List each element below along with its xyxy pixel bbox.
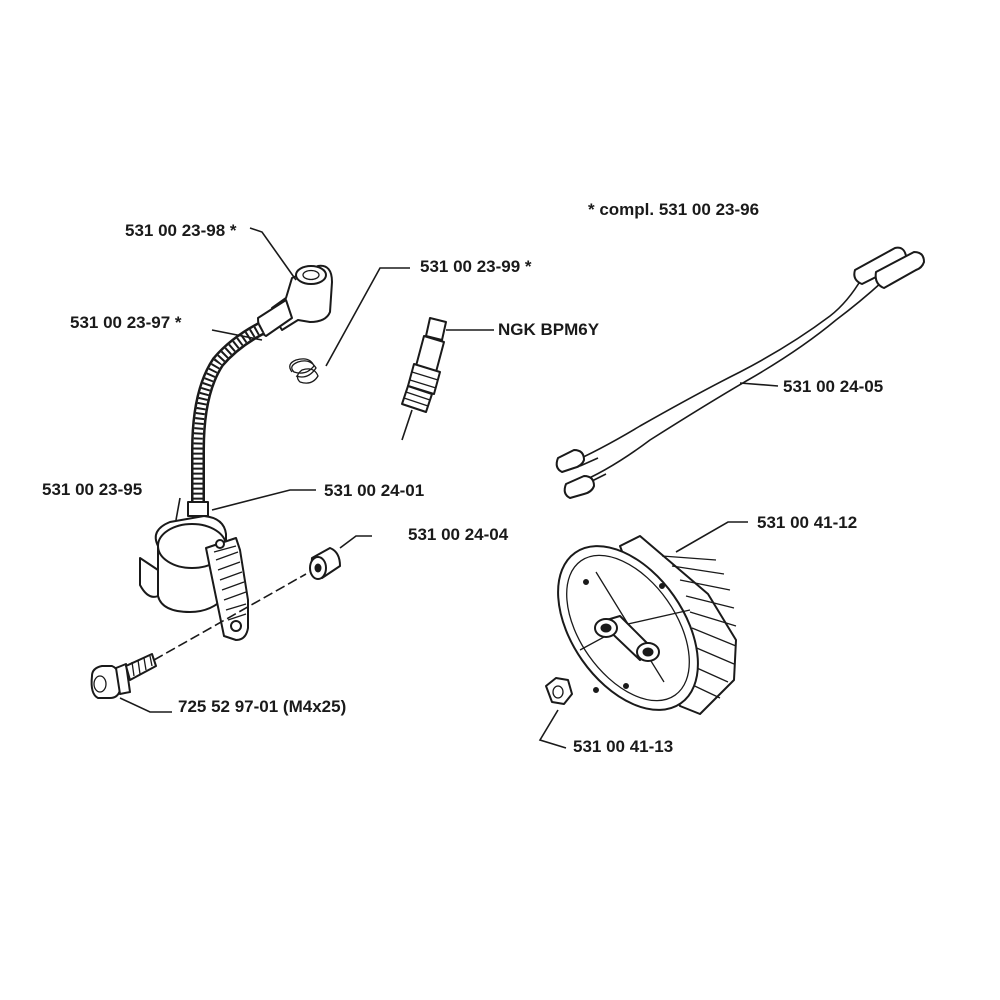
short-circuit-wire — [555, 246, 925, 499]
spacer-sleeve — [309, 547, 341, 580]
label-plug: NGK BPM6Y — [498, 320, 600, 339]
mounting-screw — [90, 653, 157, 699]
label-spacer: 531 00 24-04 — [408, 525, 509, 544]
label-screw: 725 52 97-01 (M4x25) — [178, 697, 346, 716]
ignition-coil — [139, 497, 249, 641]
label-coil-cable: 531 00 24-01 — [324, 481, 424, 500]
leader-screw — [119, 697, 172, 713]
flywheel — [557, 535, 737, 715]
leader-cable — [211, 329, 263, 341]
compl-note: * compl. 531 00 23-96 — [588, 200, 759, 219]
label-cable: 531 00 23-97 * — [70, 313, 182, 332]
leader-spacer — [339, 535, 372, 549]
label-boot: 531 00 23-98 * — [125, 221, 237, 240]
spark-plug — [401, 317, 447, 441]
boot-spring — [289, 358, 319, 384]
mount-axis — [153, 573, 307, 661]
leader-boot — [249, 227, 297, 281]
leader-flywheel — [675, 521, 748, 553]
ignition-cable — [191, 321, 266, 505]
leader-spring — [325, 267, 410, 367]
label-wire: 531 00 24-05 — [783, 377, 883, 396]
label-nut: 531 00 41-13 — [573, 737, 673, 756]
flywheel-nut — [545, 677, 573, 705]
leader-nut — [538, 709, 567, 749]
label-coil: 531 00 23-95 — [42, 480, 142, 499]
leader-coil-cable — [211, 489, 316, 511]
label-spring: 531 00 23-99 * — [420, 257, 532, 276]
label-flywheel: 531 00 41-12 — [757, 513, 857, 532]
spark-plug-boot — [257, 264, 333, 337]
leader-wire — [739, 382, 779, 387]
